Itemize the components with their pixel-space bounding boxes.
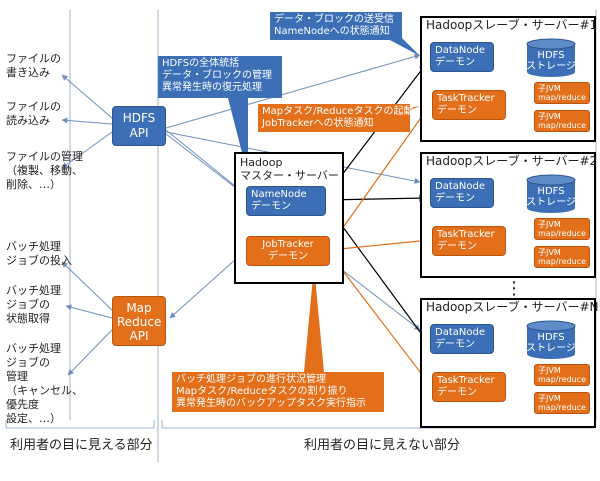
footer-invisible-label: 利用者の目に見えない部分 [304,438,461,453]
child-jvm-box: 子JVM map/reduce [534,364,590,386]
namenode-daemon: NameNode デーモン [246,186,326,216]
tasktracker-daemon: TaskTracker デーモン [432,90,506,120]
callout-datablock-transfer: データ・ブロックの送受信 NameNodeへの状態通知 [270,12,402,40]
hdfs-api-box: HDFS API [112,106,166,146]
child-jvm-box: 子JVM map/reduce [534,246,590,268]
text-file-write: ファイルの 書き込み [6,52,61,79]
text-batch-status: バッチ処理 ジョブの 状態取得 [6,284,61,325]
hdfs-storage-label: HDFS ストレージ [526,186,576,208]
hdfs-storage-cylinder: HDFS ストレージ [526,320,576,360]
tasktracker-daemon: TaskTracker デーモン [432,226,506,256]
slave-server-title: Hadoopスレーブ・サーバー#2 [426,154,598,168]
text-batch-submit: バッチ処理 ジョブの投入 [6,240,72,267]
child-jvm-box: 子JVM map/reduce [534,110,590,132]
datanode-daemon: DataNode デーモン [430,178,494,208]
tasktracker-daemon: TaskTracker デーモン [432,372,506,402]
child-jvm-box: 子JVM map/reduce [534,392,590,414]
mapreduce-api-box: Map Reduce API [112,296,166,346]
callout-pointer-datablock [386,38,420,56]
callout-mapreduce-start: Mapタスク/Reduceタスクの起動 JobTrackerへの状態通知 [258,104,413,132]
callout-job-progress: バッチ処理ジョブの進行状況管理 Mapタスク/Reduceタスクの割り振り 異常… [172,372,384,412]
text-file-manage: ファイルの管理 （複製、移動、 削除、…） [6,150,83,191]
footer-visible-label: 利用者の目に見える部分 [10,438,153,453]
datanode-daemon: DataNode デーモン [430,42,494,72]
slave-server-title: Hadoopスレーブ・サーバー#1 [426,18,598,32]
hdfs-storage-cylinder: HDFS ストレージ [526,38,576,78]
hdfs-storage-label: HDFS ストレージ [526,332,576,354]
text-file-read: ファイルの 読み込み [6,100,61,127]
child-jvm-box: 子JVM map/reduce [534,218,590,240]
slave-server-title: Hadoopスレーブ・サーバー#N [426,300,599,314]
slave-ellipsis: ⋮ [505,278,523,299]
hdfs-storage-label: HDFS ストレージ [526,50,576,72]
jobtracker-daemon: JobTracker デーモン [246,236,330,266]
datanode-daemon: DataNode デーモン [430,324,494,354]
hdfs-storage-cylinder: HDFS ストレージ [526,174,576,214]
child-jvm-box: 子JVM map/reduce [534,82,590,104]
text-batch-manage: バッチ処理 ジョブの 管理 （キャンセル、 優先度 設定、…） [6,342,83,425]
callout-pointer-job [304,266,324,372]
callout-hdfs-overview: HDFSの全体統括 データ・ブロックの管理 異常発生時の復元処理 [158,56,282,98]
master-server-title: Hadoop マスター・サーバー [240,156,339,182]
